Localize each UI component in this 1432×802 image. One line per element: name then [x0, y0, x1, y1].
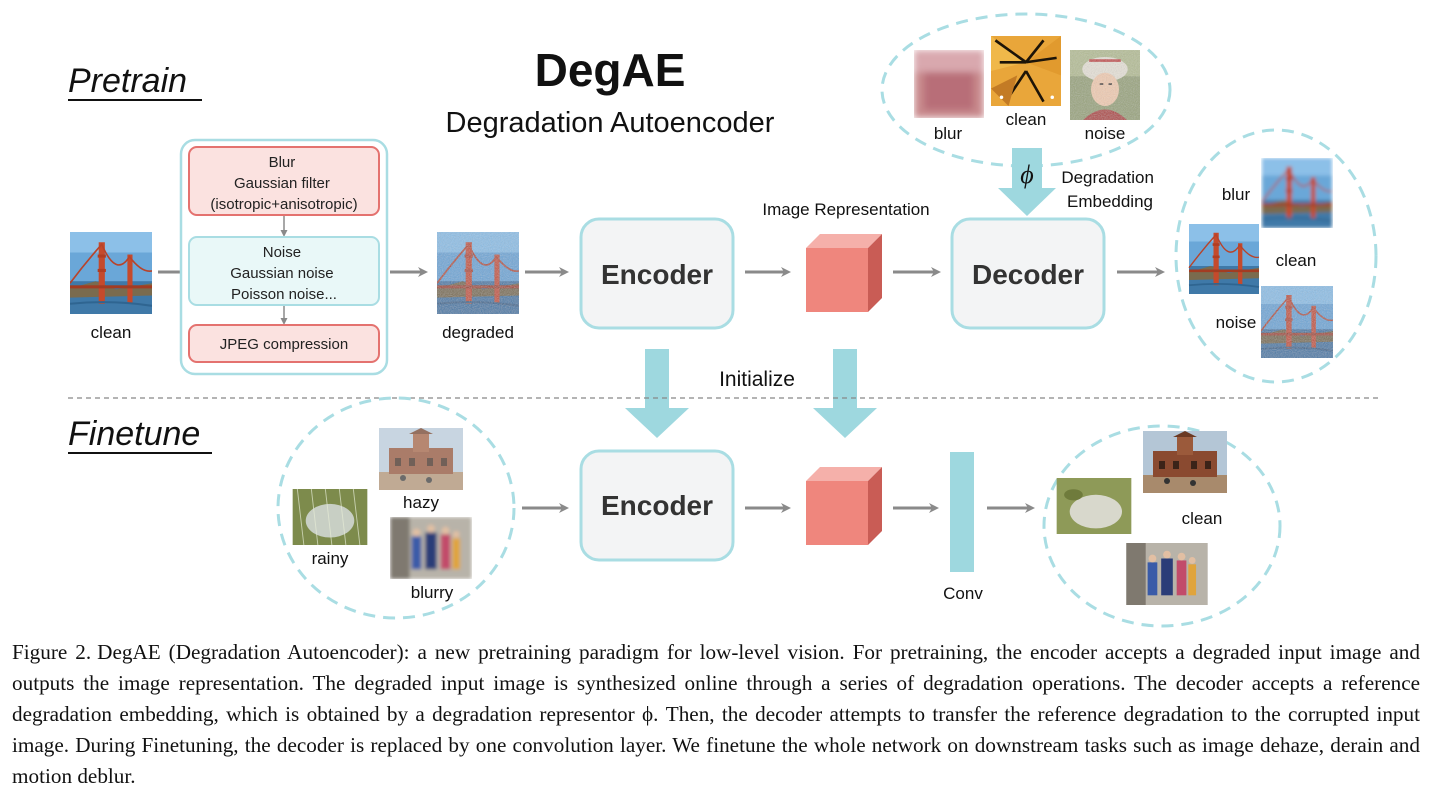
figure-label: Figure 2.	[12, 640, 92, 664]
finetune-encoder-label: Encoder	[601, 490, 713, 521]
conv-layer	[950, 452, 974, 572]
blur-box-line-1: Blur	[269, 154, 296, 171]
noise-box-line-1: Noise	[263, 244, 301, 261]
jpeg-box-line-1: JPEG compression	[220, 336, 348, 353]
pretrain-encoder-block: Encoder	[579, 217, 735, 330]
pretrain-representation-cube	[806, 234, 882, 312]
degraded-image	[437, 232, 519, 314]
degradation-embedding-arrow	[998, 148, 1056, 216]
finetune-output-rock-image	[1057, 478, 1132, 534]
noise-box-line-3: Poisson noise...	[231, 286, 337, 303]
finetune-label: Finetune	[68, 415, 200, 453]
embedding-label-line-1: Degradation	[1061, 168, 1154, 187]
finetune-encoder-block: Encoder	[579, 449, 735, 562]
noise-box-line-2: Gaussian noise	[230, 265, 333, 282]
figure-caption-text: DegAE (Degradation Autoencoder): a new p…	[12, 640, 1420, 788]
degradation-embedding-label: Degradation Embedding	[1061, 168, 1158, 211]
initialize-encoder-arrow	[625, 349, 689, 438]
pretrain-label: Pretrain	[68, 62, 187, 100]
finetune-inputs-circle	[276, 396, 516, 620]
image-representation-label: Image Representation	[762, 200, 929, 219]
reference-noise-image	[1070, 50, 1140, 120]
diagram-title: DegAE	[535, 44, 686, 96]
degradation-blur-box: Blur Gaussian filter (isotropic+anisotro…	[188, 146, 380, 216]
conv-label: Conv	[943, 584, 983, 603]
output-clean-label: clean	[1276, 251, 1317, 270]
decoder-block: Decoder	[950, 217, 1106, 330]
finetune-representation-cube	[806, 467, 882, 545]
initialize-label: Initialize	[719, 368, 795, 391]
pretrain-encoder-label: Encoder	[601, 259, 713, 290]
degae-diagram: Pretrain DegAE Degradation Autoencoder c…	[68, 12, 1380, 628]
reference-blur-image	[914, 50, 984, 118]
finetune-blurry-image	[390, 517, 471, 579]
finetune-outputs-circle	[1042, 424, 1282, 628]
phi-symbol: ϕ	[1020, 160, 1033, 189]
output-images-circle	[1174, 128, 1378, 384]
reference-clean-label: clean	[1006, 110, 1047, 129]
svg-text:Blur Gaussian filter: Blur Gaussian filter (isotropic+anisotro…	[210, 154, 357, 213]
initialize-representation-arrow	[813, 349, 877, 438]
degradation-noise-box: Noise Gaussian noise Poisson noise...	[188, 236, 380, 306]
output-blur-label: blur	[1222, 185, 1251, 204]
svg-text:Noise Gaussian noise: Noise Gaussian noise Poisson noise...	[230, 244, 338, 303]
finetune-output-city-image	[1143, 431, 1227, 493]
clean-input-image	[70, 232, 152, 314]
finetune-output-people-image	[1126, 543, 1207, 605]
blur-box-line-2: Gaussian filter	[234, 175, 330, 192]
rainy-label: rainy	[312, 549, 349, 568]
output-blur-image	[1262, 158, 1332, 228]
finetune-rainy-image	[293, 489, 368, 545]
blurry-label: blurry	[411, 583, 454, 602]
embedding-label-line-2: Embedding	[1067, 192, 1153, 211]
figure-caption: Figure 2.DegAE (Degradation Autoencoder)…	[12, 637, 1420, 792]
output-noise-label: noise	[1216, 313, 1257, 332]
clean-input-label: clean	[91, 323, 132, 342]
finetune-output-clean-label: clean	[1182, 509, 1223, 528]
output-noise-image	[1261, 286, 1333, 358]
diagram-subtitle: Degradation Autoencoder	[446, 107, 775, 139]
reference-images-circle	[880, 12, 1172, 168]
hazy-label: hazy	[403, 493, 439, 512]
reference-clean-image	[991, 36, 1061, 106]
degradation-jpeg-box: JPEG compression	[188, 324, 380, 363]
blur-box-line-3: (isotropic+anisotropic)	[210, 196, 357, 213]
reference-blur-label: blur	[934, 124, 963, 143]
output-clean-image	[1189, 224, 1259, 294]
reference-noise-label: noise	[1085, 124, 1126, 143]
finetune-hazy-image	[379, 428, 463, 490]
degraded-label: degraded	[442, 323, 514, 342]
decoder-label: Decoder	[972, 259, 1084, 290]
